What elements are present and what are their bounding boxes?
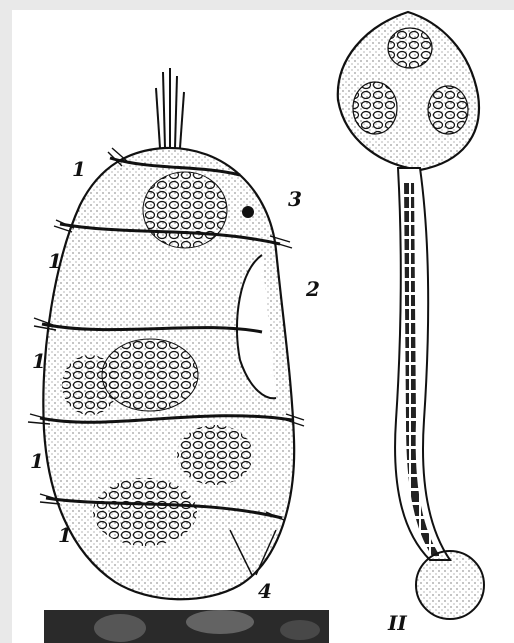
label-1-upper: 1 [48,249,62,273]
label-3-nucleus: 3 [288,187,302,211]
cell-cluster-mid [102,339,198,411]
nucleus-dot [242,206,254,218]
label-2-groove: 2 [305,277,320,301]
cell-cluster-bottom [93,478,197,546]
label-1-bottom: 1 [58,523,72,547]
label-1-top: 1 [72,157,86,181]
label-1-middle: 1 [32,349,46,373]
cell-cluster-top [143,172,227,248]
head-cluster-right [428,86,468,134]
cell-cluster-low-right [177,425,253,485]
photo-strip [44,610,329,643]
head-cluster-left [353,82,397,134]
label-4-pointer: 4 [258,579,272,603]
cell-cluster-left [62,355,118,415]
label-panel-II: II [387,611,407,635]
stalk-base-bulb [416,551,484,619]
head-cluster-top [388,28,432,68]
label-1-lower: 1 [30,449,44,473]
